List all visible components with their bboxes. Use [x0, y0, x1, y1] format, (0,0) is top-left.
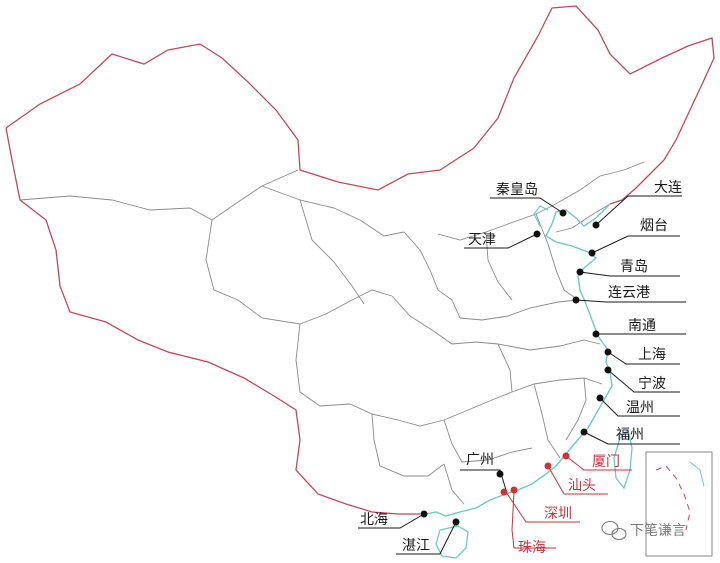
watermark-text: 下笔谦言 — [630, 523, 686, 539]
city-label-qingdao: 青岛 — [620, 259, 648, 275]
city-label-tianjin: 天津 — [468, 232, 496, 248]
city-label-yantai: 烟台 — [640, 218, 668, 234]
city-label-zhuhai: 珠海 — [518, 540, 546, 556]
city-dot-shanghai — [604, 348, 612, 356]
city-dot-wenzhou — [596, 394, 604, 402]
city-label-shanghai: 上海 — [638, 347, 666, 363]
city-label-nantong: 南通 — [628, 318, 656, 334]
leader-lines — [358, 195, 686, 555]
city-label-qinhuangdao: 秦皇岛 — [496, 182, 538, 198]
city-dot-shantou — [544, 462, 552, 470]
city-label-ningbo: 宁波 — [638, 375, 666, 392]
city-label-zhanjiang: 湛江 — [402, 538, 430, 554]
city-label-guangzhou: 广州 — [466, 452, 494, 468]
city-dot-yantai — [588, 249, 596, 257]
leader-lines-red — [505, 455, 632, 549]
city-labels: 秦皇岛 大连 天津 烟台 青岛 连云港 南通 上海 宁波 温州 福州 厦门 汕头… — [360, 180, 682, 556]
watermark: 下笔谦言 — [601, 520, 686, 541]
national-border — [5, 5, 715, 205]
city-label-shenzhen: 深圳 — [544, 506, 572, 522]
hainan-island — [435, 525, 469, 559]
city-dot-tianjin — [533, 230, 541, 238]
bohai-bay — [533, 205, 549, 227]
city-label-fuzhou: 福州 — [616, 427, 644, 443]
city-dot-qinhuangdao — [559, 209, 567, 217]
city-dot-guangzhou — [496, 470, 504, 478]
province-boundaries — [19, 161, 645, 505]
city-label-dalian: 大连 — [654, 180, 682, 196]
city-dot-dalian — [592, 221, 600, 229]
city-dot-zhuhai — [500, 488, 508, 496]
city-dot-fuzhou — [580, 428, 588, 436]
city-dot-xiamen — [562, 452, 570, 460]
city-dot-shenzhen — [510, 486, 518, 494]
city-dot-qingdao — [576, 268, 584, 276]
city-label-lianyungang: 连云港 — [608, 285, 650, 301]
south-china-sea-inset — [645, 451, 713, 557]
city-dot-nantong — [592, 330, 600, 338]
city-label-beihai: 北海 — [360, 512, 388, 528]
taiwan-island — [613, 428, 633, 490]
coastline — [425, 203, 613, 517]
city-dot-lianyungang — [572, 296, 580, 304]
city-label-xiamen: 厦门 — [592, 454, 620, 470]
city-dot-zhanjiang — [452, 518, 460, 526]
city-label-wenzhou: 温州 — [626, 400, 654, 416]
city-label-shantou: 汕头 — [568, 478, 596, 494]
city-dots — [420, 209, 612, 526]
city-dot-beihai — [420, 510, 428, 518]
southwest-border — [5, 127, 420, 515]
city-dot-ningbo — [604, 366, 612, 374]
wechat-icon — [601, 520, 627, 541]
